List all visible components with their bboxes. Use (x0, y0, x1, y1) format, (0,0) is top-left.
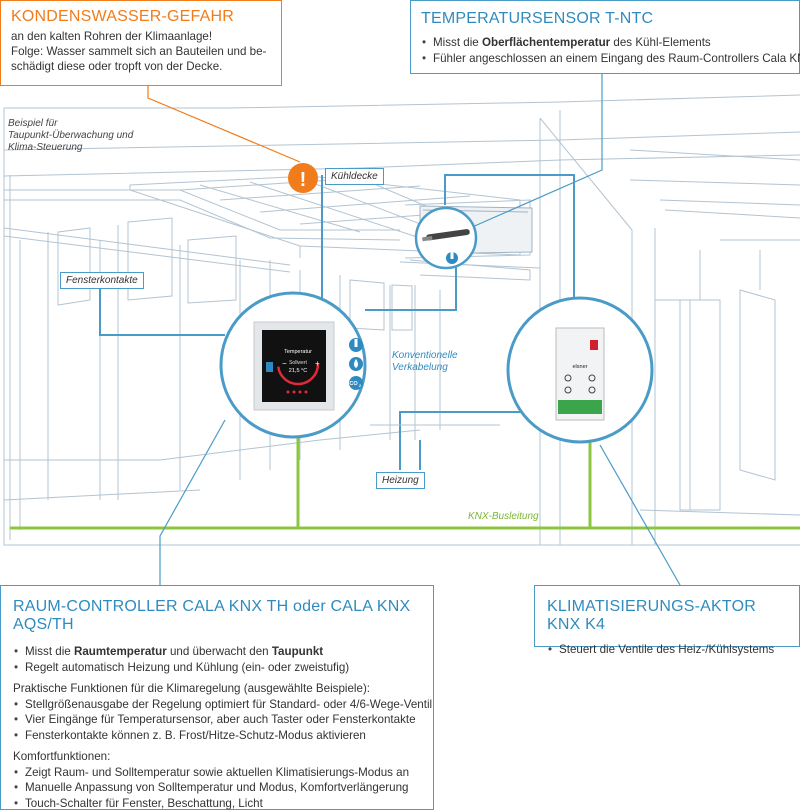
raum-controller-bullet: Vier Eingänge für Temperatursensor, aber… (13, 712, 421, 728)
raum-controller-section-heading: Praktische Funktionen für die Klimaregel… (13, 681, 421, 697)
label-heizung: Heizung (376, 472, 425, 489)
aktor-title: KLIMATISIERUNGS-AKTOR KNX K4 (547, 598, 787, 634)
svg-text:CO: CO (349, 381, 358, 387)
svg-text:−: − (282, 359, 287, 368)
svg-text:2: 2 (359, 384, 361, 388)
raum-controller-bullet: Touch-Schalter für Fenster, Beschattung,… (13, 796, 421, 811)
display-mode-icon (266, 362, 273, 372)
warning-icon: ! (288, 163, 318, 193)
label-fensterkontakte: Fensterkontakte (60, 272, 144, 289)
sensor-icons: CO 2 (349, 338, 363, 390)
room-controller-detail: Temperatur Sollwert 21,5 °C − + (221, 293, 365, 437)
kondenswasser-line: an den kalten Rohren der Klimaanlage! (11, 29, 271, 44)
raum-controller-bullet: Zeigt Raum- und Solltemperatur sowie akt… (13, 765, 421, 781)
raum-controller-bullet: Regelt automatisch Heizung und Kühlung (… (13, 660, 421, 676)
aktor-bullet: Steuert die Ventile des Heiz-/Kühlsystem… (547, 642, 787, 658)
raum-controller-bullet: Stellgrößenausgabe der Regelung optimier… (13, 697, 421, 713)
display-value: 21,5 °C (289, 368, 307, 374)
display-label: Sollwert (289, 360, 307, 366)
kondenswasser-callout: KONDENSWASSER-GEFAHR an den kalten Rohre… (0, 0, 282, 86)
example-caption: Beispiel für Taupunkt-Überwachung und Kl… (8, 118, 133, 154)
raum-controller-title: RAUM-CONTROLLER CALA KNX TH oder CALA KN… (13, 598, 421, 634)
label-konventionelle-verkabelung: Konventionelle Verkabelung (392, 350, 458, 374)
kondenswasser-line: Folge: Wasser sammelt sich an Bauteilen … (11, 44, 271, 59)
label-kuehldecke: Kühldecke (325, 168, 384, 185)
kondenswasser-line: schädigt diese oder tropft von der Decke… (11, 59, 271, 74)
temperatursensor-bullet: Fühler angeschlossen an einem Eingang de… (421, 51, 789, 67)
label-knx-busleitung: KNX-Busleitung (468, 511, 539, 522)
svg-text:+: + (315, 359, 320, 368)
raum-controller-bullet: Misst die Raumtemperatur und überwacht d… (13, 644, 421, 660)
display-title: Temperatur (284, 349, 312, 355)
aktor-callout: KLIMATISIERUNGS-AKTOR KNX K4 Steuert die… (534, 585, 800, 647)
raum-controller-bullet: Fensterkontakte können z. B. Frost/Hitze… (13, 728, 421, 744)
raum-controller-section-heading: Komfortfunktionen: (13, 749, 421, 765)
climate-actuator-detail: elsner (508, 298, 652, 442)
temperatursensor-title: TEMPERATURSENSOR T-NTC (421, 10, 789, 28)
raum-controller-callout: RAUM-CONTROLLER CALA KNX TH oder CALA KN… (0, 585, 434, 810)
warning-mark: ! (300, 169, 307, 191)
temperature-sensor-detail (416, 208, 476, 268)
kondenswasser-title: KONDENSWASSER-GEFAHR (11, 8, 271, 26)
device-brand: elsner (573, 364, 588, 370)
raum-controller-bullet: Manuelle Anpassung von Solltemperatur un… (13, 780, 421, 796)
temperatursensor-callout: TEMPERATURSENSOR T-NTC Misst die Oberflä… (410, 0, 800, 74)
temperatursensor-bullet: Misst die Oberflächentemperatur des Kühl… (421, 35, 789, 51)
